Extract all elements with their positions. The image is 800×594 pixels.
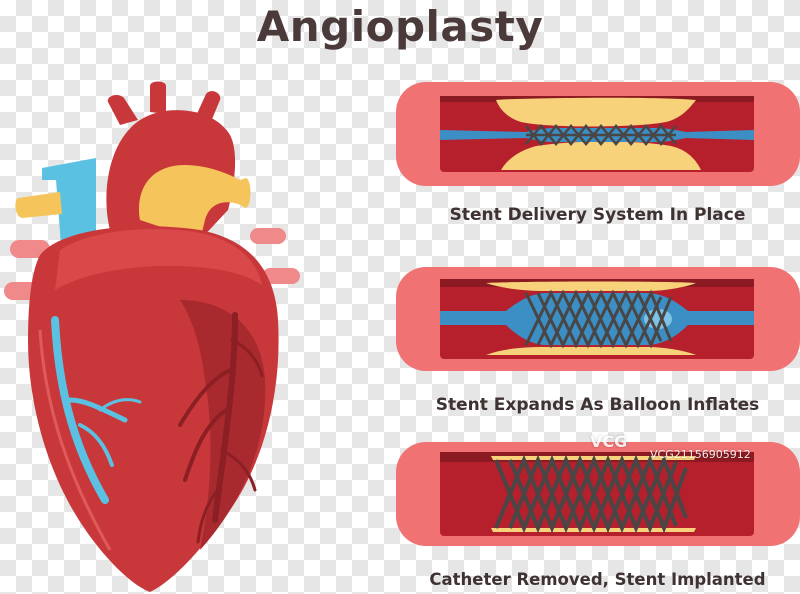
plaque-top: [486, 281, 696, 291]
artery-panel-delivery: [396, 82, 800, 186]
stent-implanted: [494, 454, 688, 534]
aorta: [139, 165, 251, 240]
pulmonary-veins-right: [250, 228, 300, 284]
step-label-implanted: Catheter Removed, Stent Implanted: [429, 570, 766, 589]
plaque-bottom: [486, 347, 696, 355]
coronary-artery: [178, 312, 264, 544]
watermark-logo: VCG: [590, 432, 710, 472]
artery-panel-expansion: [396, 267, 800, 371]
plaque-top: [496, 97, 696, 127]
plaque-bottom: [501, 141, 701, 170]
stent-expanding: [524, 289, 673, 349]
watermark-brand: VCG: [590, 432, 628, 451]
watermark-id: VCG21156905912: [650, 448, 751, 461]
artery-panel-implanted: [396, 442, 800, 546]
step-label-expansion: Stent Expands As Balloon Inflates: [435, 395, 760, 415]
vena-cava: [42, 158, 96, 258]
coronary-vein: [51, 316, 142, 504]
balloon: [440, 293, 754, 345]
step-label-delivery: Stent Delivery System In Place: [449, 205, 746, 225]
stent-collapsed: [525, 124, 677, 146]
aortic-branches: [107, 81, 221, 125]
page-title: Angioplasty: [256, 2, 544, 51]
heart-illustration: [4, 81, 300, 592]
